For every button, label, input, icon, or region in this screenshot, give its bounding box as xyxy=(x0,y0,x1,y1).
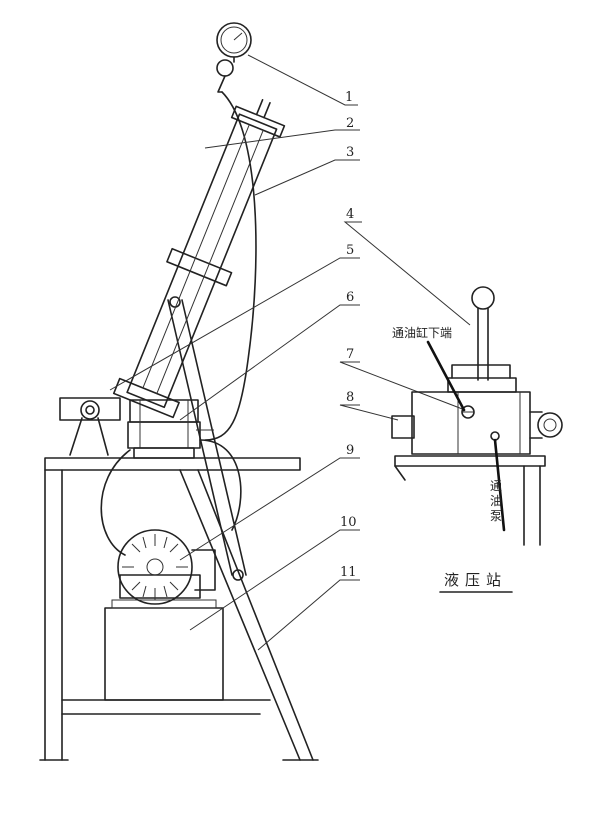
callout-10: 10 xyxy=(340,515,357,530)
svg-text:泵: 泵 xyxy=(490,509,502,523)
callout-numbers: 1 2 3 4 5 6 7 8 9 10 11 xyxy=(340,90,357,580)
support-frame xyxy=(39,457,319,761)
oil-tank xyxy=(104,599,224,701)
label-to-cylinder: 通油缸下端 xyxy=(392,325,452,340)
callout-7: 7 xyxy=(346,347,354,362)
callout-6: 6 xyxy=(346,290,354,305)
svg-text:油: 油 xyxy=(490,494,502,508)
pivot-base xyxy=(59,397,121,456)
callout-11: 11 xyxy=(340,565,357,580)
pump-pointer xyxy=(493,438,506,532)
pump-block xyxy=(127,399,201,459)
pressure-gauge xyxy=(216,22,252,93)
port-pointer xyxy=(426,340,466,412)
station-title: 液压站 xyxy=(444,571,507,589)
callout-5: 5 xyxy=(346,243,354,258)
label-to-pump: 通 油 泵 xyxy=(490,479,502,523)
motor xyxy=(117,529,216,605)
callout-1: 1 xyxy=(345,90,353,105)
hydraulic-cylinder xyxy=(112,98,286,419)
hydraulic-hoses xyxy=(100,91,257,556)
leader-lines xyxy=(109,54,471,651)
hydraulic-station xyxy=(391,286,563,546)
callout-2: 2 xyxy=(346,116,354,131)
callout-9: 9 xyxy=(346,443,354,458)
svg-text:通: 通 xyxy=(490,479,502,493)
callout-4: 4 xyxy=(346,207,354,222)
callout-3: 3 xyxy=(346,145,354,160)
lever-arm xyxy=(167,296,247,581)
callout-8: 8 xyxy=(346,390,354,405)
